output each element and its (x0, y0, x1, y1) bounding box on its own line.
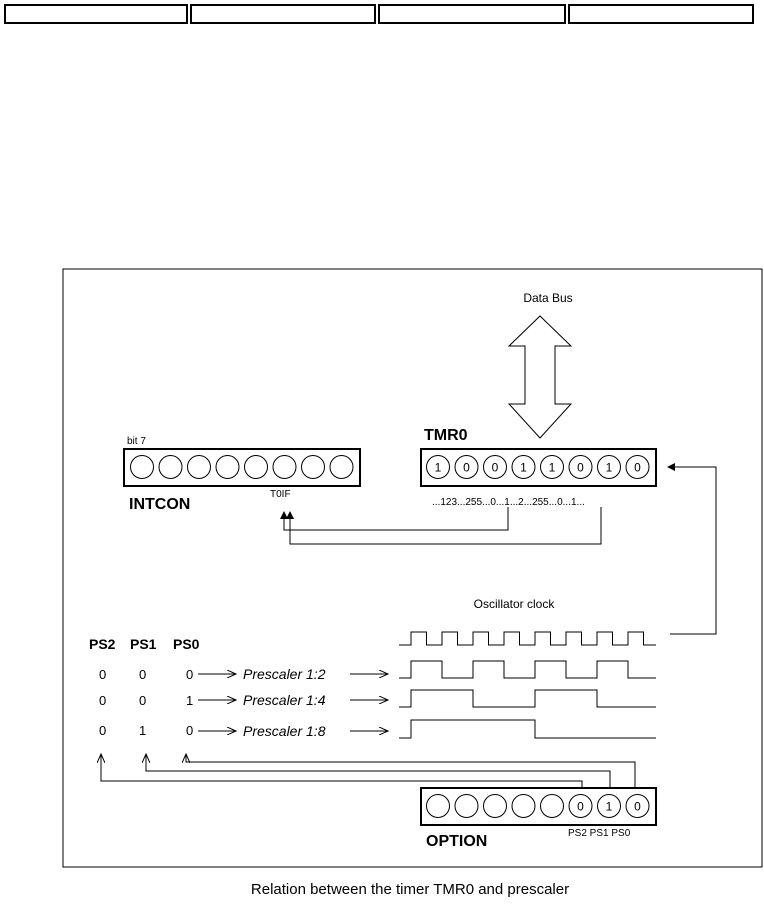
ps2-header: PS2 (89, 636, 116, 652)
option-bit-4 (511, 794, 536, 818)
oscillator-waveform (399, 631, 656, 646)
tmr0-bit-5-value: 0 (492, 461, 499, 475)
tmr0-bit-1-value: 1 (606, 461, 613, 475)
ps1-feedback-line (146, 754, 611, 788)
tmr0-bit-4 (511, 455, 536, 479)
tmr0-label: TMR0 (424, 427, 468, 444)
svg-text:0: 0 (139, 693, 146, 708)
tmr0-bit-3 (540, 455, 564, 479)
svg-text:1: 1 (139, 723, 146, 738)
svg-text:0: 0 (186, 723, 193, 738)
intcon-bit-2 (272, 455, 297, 479)
option-bit-2 (568, 794, 593, 818)
intcon-bit7-label: bit 7 (127, 436, 146, 447)
intcon-bit-5 (187, 455, 211, 479)
intcon-label: INTCON (129, 496, 190, 513)
option-label: OPTION (426, 833, 487, 850)
svg-text:Prescaler 1:8: Prescaler 1:8 (243, 723, 326, 739)
overflow-line-1 (280, 507, 509, 531)
diagram-frame (62, 268, 763, 868)
tmr0-bit-4-value: 1 (520, 461, 527, 475)
header-tab-2 (190, 4, 376, 24)
intcon-bit-7 (130, 455, 154, 479)
data-bus-label: Data Bus (523, 291, 572, 305)
tmr0-bit-2-value: 0 (577, 461, 584, 475)
option-bit-7 (426, 794, 450, 818)
intcon-bit-4 (215, 455, 240, 479)
oscillator-label: Oscillator clock (474, 597, 556, 611)
intcon-bit-6 (158, 455, 183, 479)
prescaler-row-1: 0 0 0 Prescaler 1:2 (99, 660, 656, 682)
prescaler-1-4-waveform (399, 689, 656, 708)
clock-feed-line (667, 463, 717, 635)
option-bit-6 (454, 794, 479, 818)
prescaler-1-8-waveform (399, 719, 656, 739)
header-tab-4 (568, 4, 754, 24)
tmr0-bit-1 (597, 455, 621, 479)
header-tab-3 (378, 4, 566, 24)
option-bit-0-value: 0 (634, 800, 641, 814)
option-bit-5 (483, 794, 507, 818)
ps2-feedback-line (101, 754, 583, 788)
tmr0-bit-0-value: 0 (634, 461, 641, 475)
intcon-bit-1 (301, 455, 325, 479)
ps0-header: PS0 (173, 636, 200, 652)
option-bit-2-value: 0 (577, 800, 584, 814)
option-bit-1 (597, 794, 621, 818)
data-bus-arrow (507, 315, 573, 439)
ps1-header: PS1 (130, 636, 157, 652)
overflow-line-2 (286, 507, 602, 545)
header-tab-1 (4, 4, 188, 24)
svg-text:0: 0 (186, 667, 193, 682)
svg-text:0: 0 (99, 693, 106, 708)
svg-text:0: 0 (99, 667, 106, 682)
svg-text:Prescaler 1:4: Prescaler 1:4 (243, 692, 326, 708)
intcon-bit-3 (244, 455, 268, 479)
ps0-feedback-line (186, 754, 636, 788)
tmr0-bit-0 (625, 455, 650, 479)
figure-caption: Relation between the timer TMR0 and pres… (251, 881, 569, 898)
option-ps-bit-labels: PS2 PS1 PS0 (568, 828, 631, 839)
svg-text:0: 0 (99, 723, 106, 738)
tmr0-count-sequence: ...123...255...0...1...2...255...0...1..… (432, 497, 585, 508)
tmr0-bit-6-value: 0 (463, 461, 470, 475)
tmr0-bit-6 (454, 455, 479, 479)
intcon-bit-0 (329, 455, 354, 479)
option-bit-1-value: 1 (606, 800, 613, 814)
svg-text:Prescaler 1:2: Prescaler 1:2 (243, 666, 326, 682)
t0if-label: T0IF (270, 489, 291, 500)
tmr0-bit-5 (483, 455, 507, 479)
option-bit-0 (625, 794, 650, 818)
tmr0-bit-2 (568, 455, 593, 479)
svg-text:1: 1 (186, 693, 193, 708)
tmr0-bit-7-value: 1 (435, 461, 442, 475)
option-bit-3 (540, 794, 564, 818)
tmr0-bit-3-value: 1 (549, 461, 556, 475)
prescaler-row-2: 0 0 1 Prescaler 1:4 (99, 689, 656, 708)
prescaler-1-2-waveform (399, 660, 656, 679)
svg-text:0: 0 (139, 667, 146, 682)
tmr0-bit-7 (426, 455, 450, 479)
prescaler-row-3: 0 1 0 Prescaler 1:8 (99, 719, 656, 739)
